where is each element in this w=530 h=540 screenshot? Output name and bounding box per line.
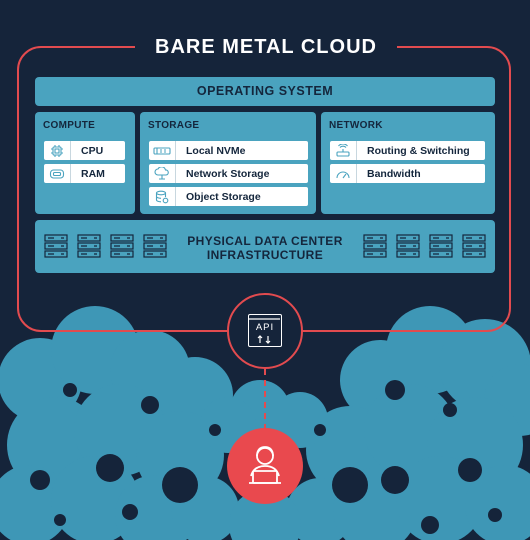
compute-item-label: RAM	[81, 167, 105, 180]
server-rack-icon	[110, 234, 134, 265]
server-rack-icon	[44, 234, 68, 265]
server-rack-icon	[143, 234, 167, 265]
page-title: BARE METAL CLOUD	[135, 31, 397, 63]
ram-icon	[44, 164, 71, 183]
storage-item-network-storage: Network Storage	[149, 164, 308, 183]
server-rack-icon	[77, 234, 101, 265]
compute-item-label: CPU	[81, 144, 104, 157]
network-item-bandwidth: Bandwidth	[330, 164, 485, 183]
infrastructure-label: PHYSICAL DATA CENTER INFRASTRUCTURE	[185, 234, 345, 262]
network-item-label: Routing & Switching	[367, 144, 470, 157]
network-panel: NETWORK Routing & Switching Bandwidth	[321, 112, 495, 214]
storage-item-local-nvme: Local NVMe	[149, 141, 308, 160]
api-icon: API	[248, 314, 282, 347]
infrastructure-line-1: PHYSICAL DATA CENTER	[187, 234, 343, 248]
compute-title: COMPUTE	[43, 120, 96, 131]
storage-item-object-storage: Object Storage	[149, 187, 308, 206]
speedometer-icon	[330, 164, 357, 183]
network-item-label: Bandwidth	[367, 167, 421, 180]
cloud-network-icon	[149, 164, 176, 183]
api-label: API	[255, 322, 275, 333]
infrastructure-line-2: INFRASTRUCTURE	[206, 248, 324, 262]
api-connector	[227, 293, 303, 369]
compute-item-cpu: CPU	[44, 141, 125, 160]
server-rack-icon	[396, 234, 420, 265]
network-title: NETWORK	[329, 120, 383, 131]
user-avatar	[227, 428, 303, 504]
server-rack-icon	[462, 234, 486, 265]
storage-panel: STORAGE Local NVMe Network Storage Objec…	[140, 112, 316, 214]
database-icon	[149, 187, 176, 206]
operating-system-layer: OPERATING SYSTEM	[35, 77, 495, 106]
network-item-routing-switching: Routing & Switching	[330, 141, 485, 160]
user-icon	[249, 446, 281, 484]
compute-item-ram: RAM	[44, 164, 125, 183]
server-rack-icon	[429, 234, 453, 265]
compute-panel: COMPUTE CPU RAM	[35, 112, 135, 214]
cpu-icon	[44, 141, 71, 160]
server-rack-icon	[363, 234, 387, 265]
storage-item-label: Object Storage	[186, 190, 261, 203]
operating-system-label: OPERATING SYSTEM	[196, 84, 334, 98]
router-icon	[330, 141, 357, 160]
physical-infrastructure-layer: PHYSICAL DATA CENTER INFRASTRUCTURE	[35, 220, 495, 273]
nvme-drive-icon	[149, 141, 176, 160]
storage-item-label: Local NVMe	[186, 144, 246, 157]
storage-title: STORAGE	[148, 120, 200, 131]
storage-item-label: Network Storage	[186, 167, 270, 180]
